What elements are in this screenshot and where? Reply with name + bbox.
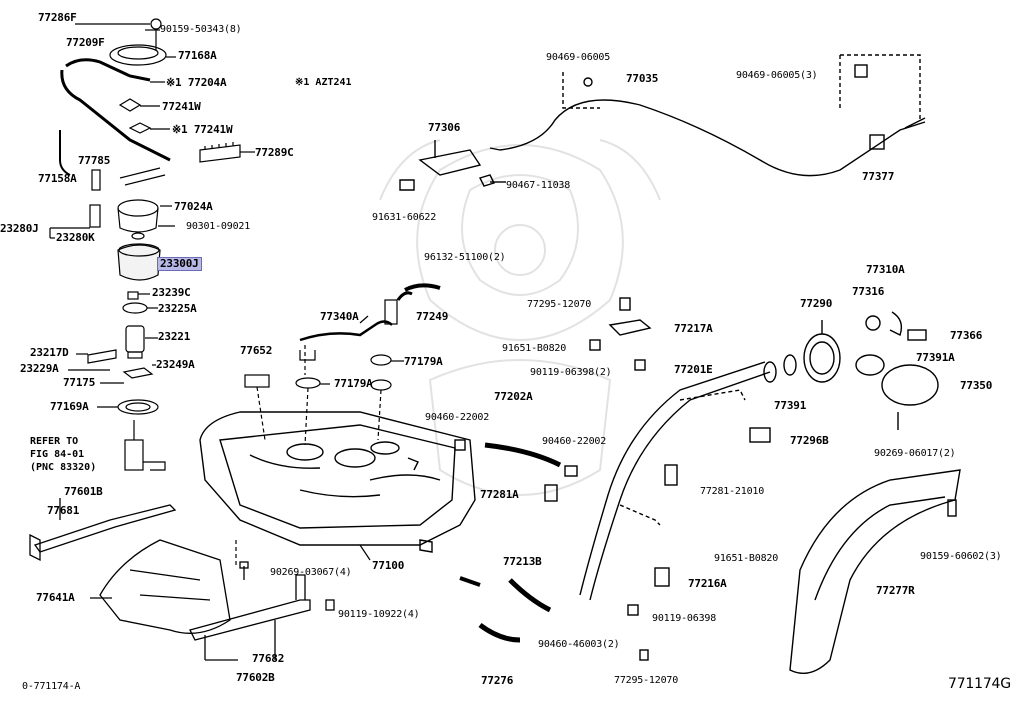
refer-note-line-1: REFER TO bbox=[30, 436, 79, 447]
part-label-77391[interactable]: 77391 bbox=[774, 399, 807, 412]
part-label-91631-60622[interactable]: 91631-60622 bbox=[372, 212, 437, 223]
part-label-77350[interactable]: 77350 bbox=[960, 379, 993, 392]
part-label-23239c[interactable]: 23239C bbox=[152, 286, 191, 299]
part-label-77241w-b[interactable]: ※1 77241W bbox=[172, 123, 233, 136]
part-label-77179a-low[interactable]: 77179A bbox=[334, 377, 373, 390]
part-label-77295-12070-top[interactable]: 77295-12070 bbox=[527, 299, 592, 310]
part-label-77277r[interactable]: 77277R bbox=[876, 584, 915, 597]
part-label-77281a[interactable]: 77281A bbox=[480, 488, 519, 501]
part-label-77295-12070-low[interactable]: 77295-12070 bbox=[614, 675, 679, 686]
condition-note: ※1 AZT241 bbox=[295, 77, 352, 88]
part-label-77213b[interactable]: 77213B bbox=[503, 555, 542, 568]
part-label-77641a[interactable]: 77641A bbox=[36, 591, 75, 604]
part-label-77377[interactable]: 77377 bbox=[862, 170, 895, 183]
part-label-77602b[interactable]: 77602B bbox=[236, 671, 275, 684]
part-label-90460-22002-a[interactable]: 90460-22002 bbox=[425, 412, 490, 423]
opener-cable-group bbox=[399, 54, 926, 191]
part-label-77296b[interactable]: 77296B bbox=[790, 434, 829, 447]
part-label-90460-22002-b[interactable]: 90460-22002 bbox=[542, 436, 607, 447]
part-label-77281-21010[interactable]: 77281-21010 bbox=[700, 486, 765, 497]
part-label-77169a[interactable]: 77169A bbox=[50, 400, 89, 413]
part-label-91651-b0820-top[interactable]: 91651-B0820 bbox=[502, 343, 567, 354]
part-label-77289c[interactable]: 77289C bbox=[255, 146, 294, 159]
refer-note-line-3: (PNC 83320) bbox=[30, 462, 97, 473]
part-label-77217a[interactable]: 77217A bbox=[674, 322, 713, 335]
part-label-77785[interactable]: 77785 bbox=[78, 154, 111, 167]
part-label-23217d[interactable]: 23217D bbox=[30, 346, 69, 359]
part-label-77681[interactable]: 77681 bbox=[47, 504, 80, 517]
part-label-77024a[interactable]: 77024A bbox=[174, 200, 213, 213]
part-label-90269-06017[interactable]: 90269-06017(2) bbox=[874, 448, 956, 459]
part-label-77158a[interactable]: 77158A bbox=[38, 172, 77, 185]
straps-and-protectors bbox=[29, 498, 335, 661]
part-label-77682[interactable]: 77682 bbox=[252, 652, 285, 665]
part-label-23221[interactable]: 23221 bbox=[158, 330, 191, 343]
part-label-77391a[interactable]: 77391A bbox=[916, 351, 955, 364]
part-label-77290[interactable]: 77290 bbox=[800, 297, 833, 310]
part-label-77306[interactable]: 77306 bbox=[428, 121, 461, 134]
part-label-77209f[interactable]: 77209F bbox=[66, 36, 105, 49]
part-label-90469-06005-3[interactable]: 90469-06005(3) bbox=[736, 70, 818, 81]
part-label-77310a[interactable]: 77310A bbox=[866, 263, 905, 276]
part-label-77249[interactable]: 77249 bbox=[416, 310, 449, 323]
part-label-77241w[interactable]: 77241W bbox=[162, 100, 201, 113]
part-label-90467-11038[interactable]: 90467-11038 bbox=[506, 180, 571, 191]
filler-pipe-group bbox=[454, 297, 961, 674]
part-label-90119-06398-2[interactable]: 90119-06398(2) bbox=[530, 367, 612, 378]
figure-id: 771174G bbox=[948, 676, 1011, 692]
part-label-77216a[interactable]: 77216A bbox=[688, 577, 727, 590]
part-label-77652[interactable]: 77652 bbox=[240, 344, 273, 357]
part-label-90119-10922[interactable]: 90119-10922(4) bbox=[338, 609, 420, 620]
part-label-77100[interactable]: 77100 bbox=[372, 559, 405, 572]
part-label-77204a[interactable]: ※1 77204A bbox=[166, 76, 227, 89]
part-label-77286f[interactable]: 77286F bbox=[38, 11, 77, 24]
part-label-23300j-highlighted[interactable]: 23300J bbox=[157, 257, 202, 271]
part-label-90119-06398[interactable]: 90119-06398 bbox=[652, 613, 717, 624]
part-label-90269-03067[interactable]: 90269-03067(4) bbox=[270, 567, 352, 578]
part-label-77175[interactable]: 77175 bbox=[63, 376, 96, 389]
part-label-77276[interactable]: 77276 bbox=[481, 674, 514, 687]
watermark-emblem bbox=[379, 139, 661, 496]
part-label-23249a[interactable]: 23249A bbox=[156, 358, 195, 371]
part-label-77340a[interactable]: 77340A bbox=[320, 310, 359, 323]
part-label-77168a[interactable]: 77168A bbox=[178, 49, 217, 62]
part-label-23229a[interactable]: 23229A bbox=[20, 362, 59, 375]
part-label-96132-51100[interactable]: 96132-51100(2) bbox=[424, 252, 506, 263]
part-label-77366[interactable]: 77366 bbox=[950, 329, 983, 342]
part-label-77601b[interactable]: 77601B bbox=[64, 485, 103, 498]
part-label-77202a[interactable]: 77202A bbox=[494, 390, 533, 403]
part-label-90469-06005[interactable]: 90469-06005 bbox=[546, 52, 611, 63]
part-label-77035[interactable]: 77035 bbox=[626, 72, 659, 85]
part-label-23225a[interactable]: 23225A bbox=[158, 302, 197, 315]
part-label-90159-50343[interactable]: 90159-50343(8) bbox=[160, 24, 242, 35]
part-label-90460-46003[interactable]: 90460-46003(2) bbox=[538, 639, 620, 650]
part-label-23280j[interactable]: 23280J bbox=[0, 222, 39, 235]
fuel-tank-outline bbox=[199, 411, 476, 553]
part-label-77201e[interactable]: 77201E bbox=[674, 363, 713, 376]
part-label-90159-60602[interactable]: 90159-60602(3) bbox=[920, 551, 1002, 562]
part-label-90301-09021[interactable]: 90301-09021 bbox=[186, 221, 251, 232]
part-label-91651-b0820-low[interactable]: 91651-B0820 bbox=[714, 553, 779, 564]
refer-note-line-2: FIG 84-01 bbox=[30, 449, 85, 460]
tank-hardware bbox=[235, 283, 441, 568]
part-label-77179a-top[interactable]: 77179A bbox=[404, 355, 443, 368]
pump-module-group bbox=[49, 18, 255, 471]
corner-reference: 0-771174-A bbox=[22, 681, 81, 692]
part-label-23280k[interactable]: 23280K bbox=[56, 231, 95, 244]
part-label-77316[interactable]: 77316 bbox=[852, 285, 885, 298]
